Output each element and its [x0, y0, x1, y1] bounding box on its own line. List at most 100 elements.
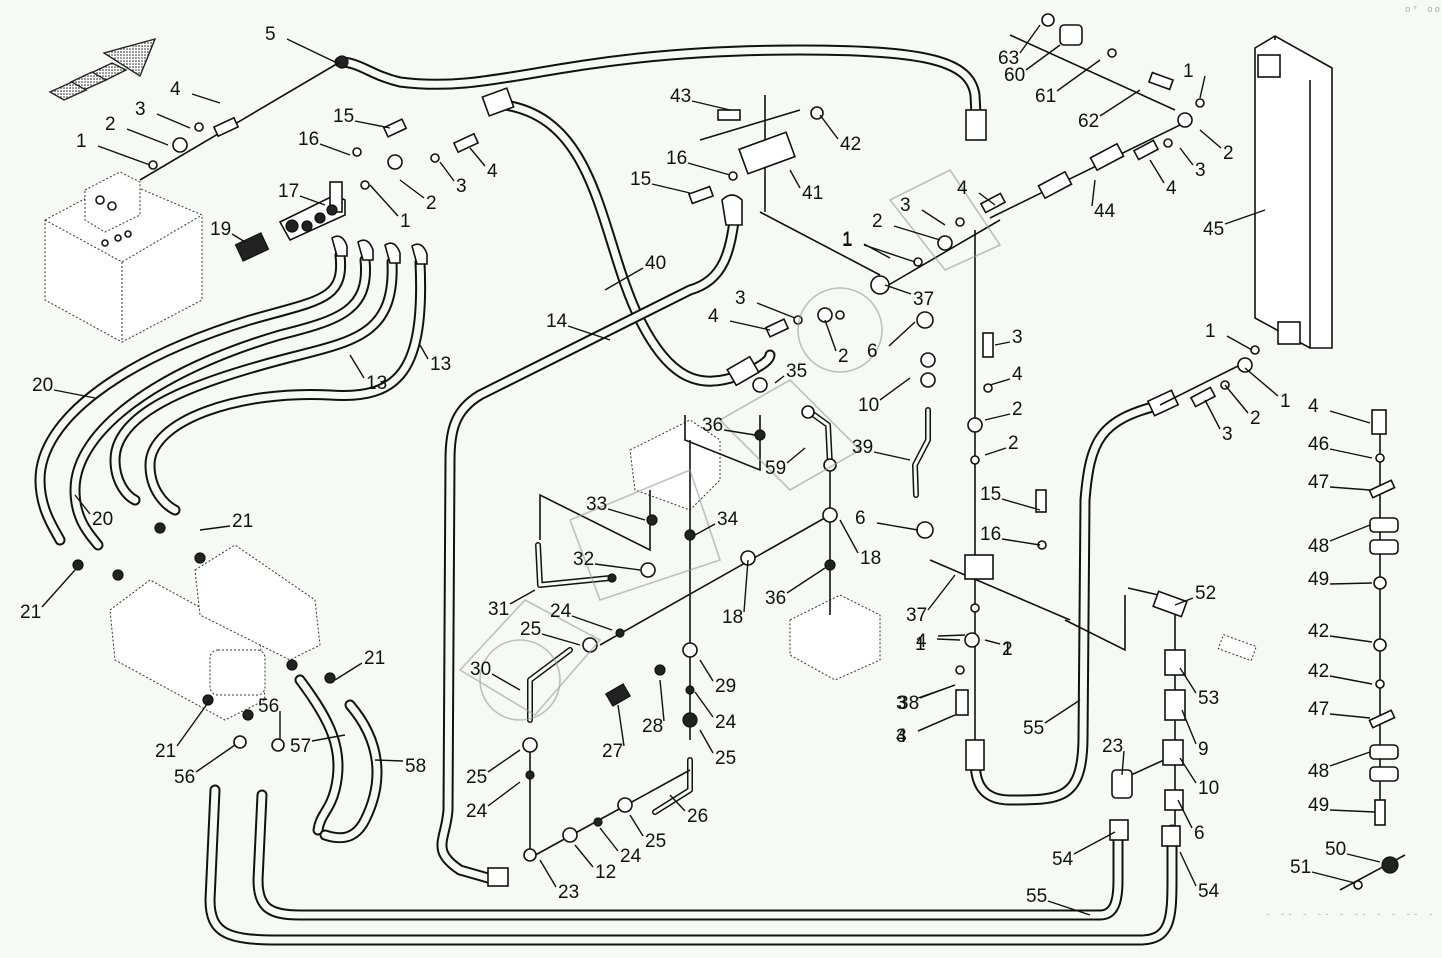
- callout-leader-line: [1179, 147, 1194, 166]
- callout-1: 1: [915, 634, 926, 655]
- callout-leader-line: [41, 569, 76, 608]
- callout-leader-line: [1329, 675, 1373, 685]
- callout-leader-line: [199, 525, 231, 531]
- callout-3: 3: [1222, 424, 1233, 445]
- callout-leader-line: [691, 100, 731, 111]
- callout-2: 2: [1223, 143, 1234, 164]
- callout-leader-line: [491, 673, 521, 691]
- callout-leader-line: [419, 344, 429, 360]
- callout-18: 18: [860, 548, 881, 569]
- callout-leader-line: [539, 859, 557, 888]
- callout-leader-line: [1179, 851, 1197, 887]
- callout-3: 3: [900, 195, 911, 216]
- callout-32: 32: [573, 549, 594, 570]
- callout-14: 14: [546, 311, 568, 332]
- callout-leader-line: [1329, 524, 1371, 542]
- callout-leader-line: [629, 814, 644, 837]
- callout-21: 21: [155, 741, 176, 762]
- callout-leader-line: [876, 522, 919, 531]
- fittings: [72, 13, 1399, 890]
- callout-leader-line: [231, 233, 246, 243]
- callout-leader-line: [873, 451, 911, 461]
- hose-5: [334, 44, 987, 141]
- callout-leader-line: [994, 341, 1011, 346]
- callout-leader-line: [334, 662, 363, 681]
- callout-leader-line: [1224, 384, 1249, 414]
- callout-56: 56: [258, 696, 279, 717]
- callout-leader-line: [699, 729, 714, 754]
- callout-15: 15: [630, 169, 651, 190]
- callout-1: 1: [1205, 321, 1216, 342]
- hose-38: [965, 389, 1180, 806]
- callout-6: 6: [855, 508, 866, 529]
- callout-37: 37: [906, 605, 927, 626]
- pump-center: [629, 419, 721, 511]
- callout-leader-line: [786, 567, 826, 594]
- callout-leader-line: [1346, 853, 1381, 863]
- callout-57: 57: [290, 736, 311, 757]
- callout-leader-line: [1001, 498, 1041, 511]
- callout-3: 3: [1012, 327, 1023, 348]
- callout-5: 5: [265, 24, 276, 45]
- callout-47: 47: [1308, 472, 1329, 493]
- callout-23: 23: [558, 882, 579, 903]
- callout-49: 49: [1308, 569, 1329, 590]
- callout-leader-line: [1179, 667, 1197, 694]
- callout-39: 39: [852, 437, 873, 458]
- callout-leader-line: [1311, 871, 1356, 884]
- callout-leader-line: [651, 183, 691, 194]
- pump-bottom: [789, 594, 881, 681]
- callout-21: 21: [20, 602, 41, 623]
- callout-leader-line: [1329, 448, 1373, 459]
- hose-57-58: [294, 674, 383, 844]
- callout-1: 1: [1183, 61, 1194, 82]
- callout-leader-line: [319, 143, 351, 156]
- callout-24: 24: [715, 712, 737, 733]
- callout-leader-line: [729, 320, 771, 331]
- callout-3: 3: [896, 726, 907, 747]
- callout-leader-line: [921, 209, 946, 226]
- callout-4: 4: [896, 726, 907, 747]
- callout-leader-line: [299, 195, 326, 206]
- callout-16: 16: [666, 148, 687, 169]
- callout-leader-line: [1001, 538, 1041, 546]
- callout-16: 16: [980, 524, 1001, 545]
- callout-leader-line: [1099, 89, 1141, 117]
- callout-leader-line: [1149, 159, 1165, 184]
- callout-leader-line: [888, 321, 916, 347]
- callout-42: 42: [1308, 661, 1329, 682]
- callout-leader-line: [743, 559, 749, 613]
- callout-leader-line: [1121, 750, 1125, 776]
- callout-58: 58: [405, 756, 426, 777]
- callout-59: 59: [765, 458, 786, 479]
- callout-leader-line: [659, 679, 665, 722]
- callout-13: 13: [430, 354, 451, 375]
- callout-13: 13: [366, 373, 387, 394]
- callout-leader-line: [786, 447, 806, 464]
- callout-leader-line: [694, 523, 716, 536]
- callout-leader-line: [349, 354, 365, 379]
- callout-44: 44: [1094, 201, 1116, 222]
- callout-leader-line: [541, 633, 581, 646]
- callout-4: 4: [708, 306, 719, 327]
- callout-leader-line: [574, 844, 594, 868]
- callout-leader-line: [893, 225, 941, 241]
- callout-leader-line: [1329, 582, 1373, 585]
- callout-leader-line: [919, 684, 956, 699]
- callout-26: 26: [687, 806, 708, 827]
- callout-leader-line: [884, 284, 912, 295]
- callout-45: 45: [1203, 219, 1224, 240]
- callout-leader-line: [126, 128, 169, 146]
- callout-27: 27: [602, 741, 623, 762]
- callout-3: 3: [456, 176, 467, 197]
- callout-leader-line: [978, 192, 996, 206]
- callout-leader-line: [1226, 335, 1253, 351]
- callout-leader-line: [53, 389, 96, 399]
- callout-leader-line: [984, 447, 1007, 456]
- callout-12: 12: [595, 862, 616, 883]
- callout-leader-line: [824, 319, 837, 352]
- callout-23: 23: [1102, 736, 1123, 757]
- callout-leader-line: [1047, 900, 1091, 916]
- callout-leader-line: [1199, 75, 1206, 99]
- callout-leader-line: [927, 574, 956, 611]
